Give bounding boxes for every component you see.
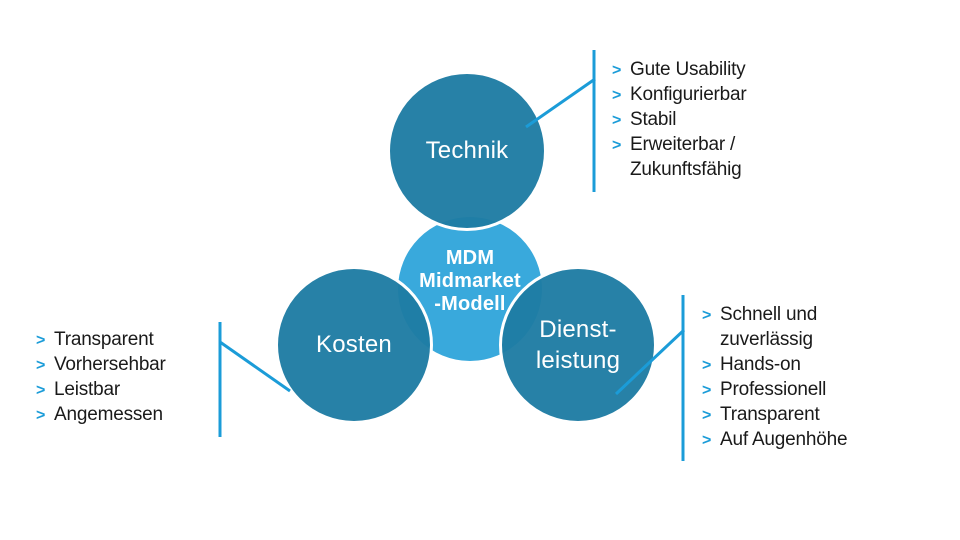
chevron-bullet-icon: > [702, 432, 712, 449]
list-item: > Leistbar [36, 377, 246, 402]
chevron-bullet-icon: > [36, 382, 46, 399]
center-label-line2: Midmarket [419, 269, 521, 292]
chevron-bullet-icon: > [702, 382, 712, 399]
circle-dienstleistung-label-line2: leistung [535, 347, 621, 374]
chevron-bullet-icon: > [36, 332, 46, 349]
chevron-bullet-icon: > [612, 137, 622, 154]
circle-dienstleistung: Dienst- leistung [499, 266, 657, 424]
technik-bullet-list: > Gute Usability > Konfigurierbar > Stab… [612, 57, 842, 182]
list-item-text: Erweiterbar / [630, 134, 736, 155]
list-item: > Angemessen [36, 402, 246, 427]
list-item-text: Schnell und [720, 304, 818, 325]
list-item-text: Leistbar [54, 379, 120, 400]
list-item: > Gute Usability [612, 57, 842, 82]
circle-dienstleistung-label: Dienst- leistung [536, 314, 620, 376]
center-circle-label: MDM Midmarket -Modell [419, 247, 521, 332]
list-item-text: Auf Augenhöhe [720, 429, 848, 450]
list-item-text: Transparent [54, 329, 154, 350]
circle-technik: Technik [387, 71, 547, 231]
list-item-text: Hands-on [720, 354, 801, 375]
list-item: > Vorhersehbar [36, 352, 246, 377]
list-item-continuation: Zukunftsfähig [612, 157, 842, 182]
chevron-bullet-icon: > [36, 407, 46, 424]
list-item-text: Vorhersehbar [54, 354, 166, 375]
center-label-line3: -Modell [434, 292, 506, 315]
circle-dienstleistung-label-line1: Dienst- [539, 315, 617, 343]
list-item: > Schnell und [702, 302, 942, 327]
list-item-text: Professionell [720, 379, 827, 400]
list-item-text: zuverlässig [720, 329, 813, 350]
chevron-bullet-icon: > [702, 407, 712, 424]
dienstleistung-bullet-list: > Schnell und zuverlässig > Hands-on > P… [702, 302, 942, 452]
chevron-bullet-icon: > [612, 87, 622, 104]
chevron-bullet-icon: > [702, 357, 712, 374]
list-item: > Stabil [612, 107, 842, 132]
list-item: > Erweiterbar / [612, 132, 842, 157]
list-item: > Konfigurierbar [612, 82, 842, 107]
kosten-bullet-list: > Transparent > Vorhersehbar > Leistbar … [36, 327, 246, 427]
chevron-bullet-icon: > [702, 307, 712, 324]
chevron-bullet-icon: > [36, 357, 46, 374]
list-item-text: Konfigurierbar [630, 84, 747, 105]
chevron-bullet-icon: > [612, 112, 622, 129]
list-item: > Transparent [702, 402, 942, 427]
list-item-text: Angemessen [54, 404, 163, 425]
circle-technik-label: Technik [425, 137, 509, 165]
list-item: > Hands-on [702, 352, 942, 377]
chevron-bullet-icon: > [612, 62, 622, 79]
list-item-text: Transparent [720, 404, 820, 425]
list-item-continuation: zuverlässig [702, 327, 942, 352]
list-item-text: Stabil [630, 109, 677, 130]
list-item-text: Gute Usability [630, 59, 746, 80]
list-item: > Auf Augenhöhe [702, 427, 942, 452]
list-item: > Professionell [702, 377, 942, 402]
list-item: > Transparent [36, 327, 246, 352]
center-label-line1: MDM [445, 246, 495, 269]
circle-kosten-label: Kosten [316, 331, 392, 359]
circle-kosten: Kosten [275, 266, 433, 424]
list-item-text: Zukunftsfähig [630, 159, 742, 180]
